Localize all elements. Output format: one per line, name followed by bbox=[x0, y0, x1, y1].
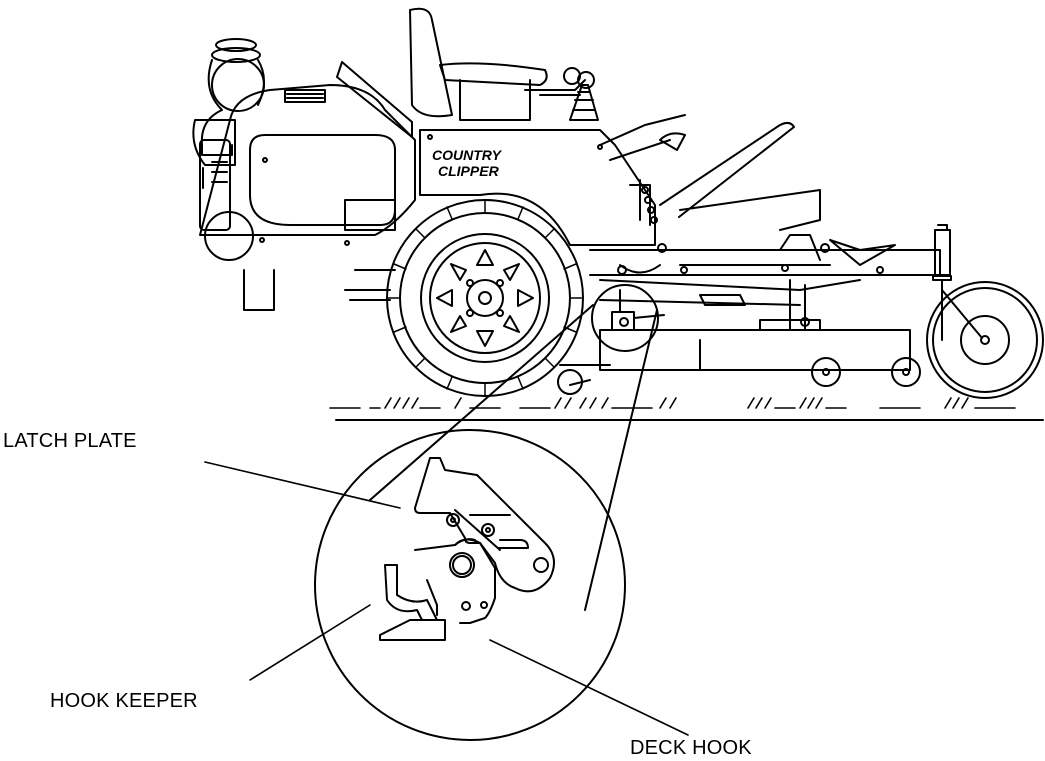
brand-line-2: CLIPPER bbox=[438, 163, 500, 179]
drive-tire bbox=[386, 199, 584, 397]
detail-callout-lines bbox=[369, 284, 665, 611]
control-levers bbox=[569, 84, 599, 121]
detail-view bbox=[314, 429, 626, 741]
steering-arm bbox=[659, 121, 821, 231]
deck-hook-label: DECK HOOK bbox=[630, 737, 752, 759]
fuel-tank bbox=[199, 61, 416, 246]
latch-plate-pointer bbox=[204, 461, 401, 509]
front-caster-wheel bbox=[926, 224, 1044, 399]
ground bbox=[329, 397, 1044, 421]
hook-keeper-pointer bbox=[249, 604, 371, 681]
brand-line-1: COUNTRY bbox=[432, 147, 503, 163]
seat bbox=[409, 7, 595, 121]
latch-plate-label: LATCH PLATE bbox=[3, 430, 137, 452]
engine bbox=[192, 38, 275, 311]
frame-and-deck bbox=[344, 234, 941, 395]
hook-keeper-label: HOOK KEEPER bbox=[50, 690, 198, 712]
deck-hook-pointer bbox=[489, 639, 689, 736]
main-body bbox=[419, 114, 686, 246]
